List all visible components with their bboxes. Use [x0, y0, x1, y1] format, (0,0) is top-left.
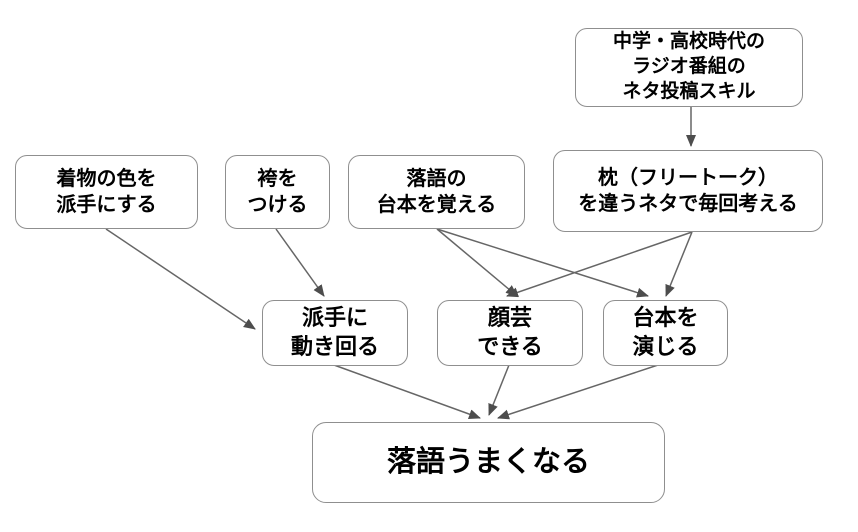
edge-makura-to-perform_script	[665, 231, 693, 297]
edge-move_flashy-to-rakugo_better	[333, 364, 481, 419]
node-radio-skill: 中学・高校時代の ラジオ番組の ネタ投稿スキル	[575, 28, 803, 107]
edge-kimono_color-to-move_flashy	[105, 228, 256, 330]
node-kimono-color: 着物の色を 派手にする	[15, 155, 198, 229]
edge-face_art-to-rakugo_better	[488, 364, 510, 416]
edge-hakama-to-move_flashy	[275, 228, 325, 297]
node-rakugo-better: 落語うまくなる	[312, 422, 665, 503]
node-move-flashy: 派手に 動き回る	[262, 300, 408, 366]
edge-memorize_script-to-perform_script	[436, 228, 649, 298]
node-hakama: 袴を つける	[225, 155, 330, 229]
node-perform-script: 台本を 演じる	[603, 300, 728, 366]
edge-memorize_script-to-face_art	[436, 228, 518, 297]
node-face-art: 顔芸 できる	[437, 300, 583, 366]
node-memorize-script: 落語の 台本を覚える	[348, 155, 525, 229]
node-makura: 枕（フリートーク） を違うネタで毎回考える	[553, 150, 823, 232]
edge-makura-to-face_art	[506, 231, 693, 298]
edge-perform_script-to-rakugo_better	[497, 364, 659, 420]
